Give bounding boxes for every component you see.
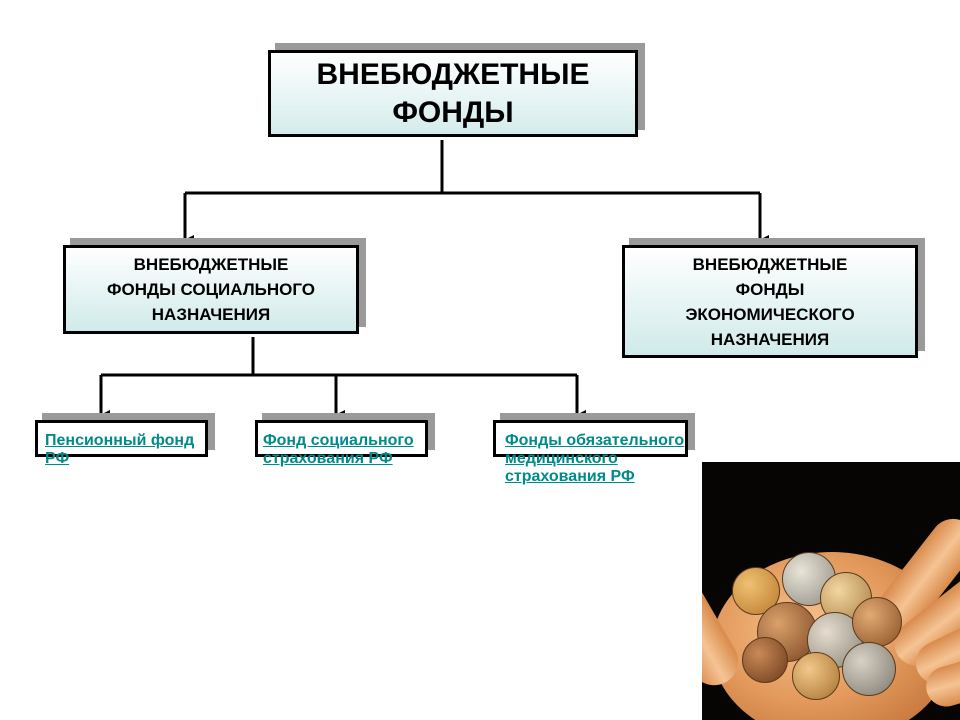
social-insurance-fund-node	[255, 420, 428, 457]
economic-funds-node: ВНЕБЮДЖЕТНЫЕ ФОНДЫ ЭКОНОМИЧЕСКОГО НАЗНАЧ…	[622, 245, 918, 358]
economic-funds-line1: ВНЕБЮДЖЕТНЫЕ	[692, 254, 848, 274]
root-node: ВНЕБЮДЖЕТНЫЕ ФОНДЫ	[268, 50, 638, 137]
root-title-line2: ФОНДЫ	[392, 95, 514, 129]
economic-funds-line3: ЭКОНОМИЧЕСКОГО	[685, 304, 855, 324]
pension-fund-node	[35, 420, 208, 457]
medical-insurance-fund-link[interactable]: Фонды обязательного медицинского страхов…	[505, 432, 685, 485]
social-funds-line2: ФОНДЫ СОЦИАЛЬНОГО	[107, 280, 315, 299]
pension-fund-link[interactable]: Пенсионный фонд РФ	[45, 432, 195, 467]
root-title-line1: ВНЕБЮДЖЕТНЫЕ	[316, 57, 590, 91]
coins-in-hand-image	[702, 462, 960, 720]
economic-funds-line2: ФОНДЫ	[735, 279, 805, 299]
social-funds-line1: ВНЕБЮДЖЕТНЫЕ	[133, 255, 289, 274]
social-funds-node: ВНЕБЮДЖЕТНЫЕ ФОНДЫ СОЦИАЛЬНОГО НАЗНАЧЕНИ…	[63, 245, 359, 334]
economic-funds-line4: НАЗНАЧЕНИЯ	[710, 329, 830, 349]
medical-insurance-fund-node	[493, 420, 688, 457]
social-insurance-fund-link[interactable]: Фонд социального страхования РФ	[263, 432, 414, 467]
social-funds-line3: НАЗНАЧЕНИЯ	[151, 305, 271, 324]
